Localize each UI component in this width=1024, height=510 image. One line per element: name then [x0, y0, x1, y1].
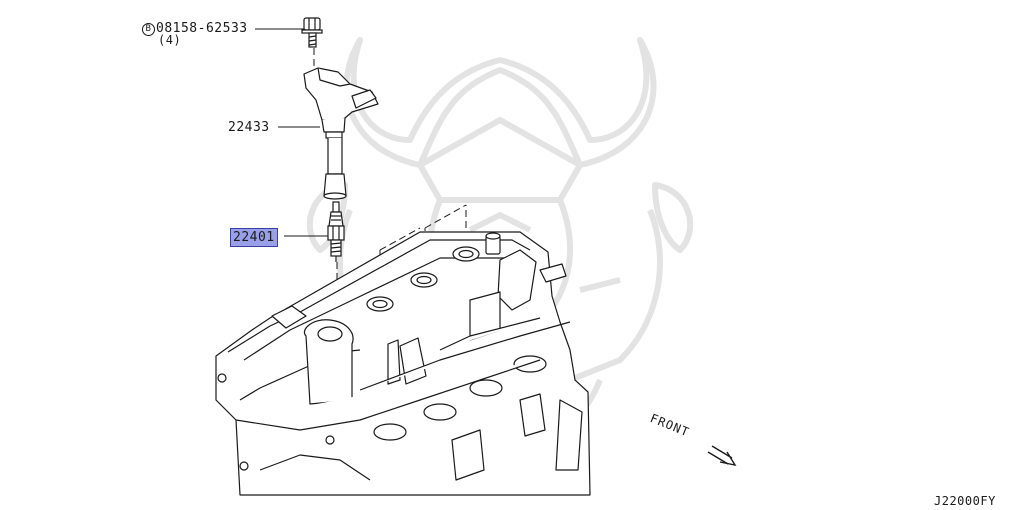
spark-plug-part: [327, 201, 345, 262]
diagram-code: J22000FY: [934, 494, 996, 508]
bolt-prefix-symbol: B: [142, 23, 155, 36]
front-arrow-icon: [707, 445, 737, 467]
ignition-coil-part-label[interactable]: 22433: [228, 120, 270, 135]
leader-lines: [255, 28, 330, 237]
bolt-part-number: 08158-62533: [156, 21, 248, 36]
ignition-coil-part: [303, 67, 379, 200]
spark-plug-part-label[interactable]: 22401: [230, 228, 278, 247]
bolt-quantity: (4): [158, 33, 182, 47]
bolt-part: [301, 17, 323, 48]
engine-cylinder-head: [215, 231, 591, 496]
